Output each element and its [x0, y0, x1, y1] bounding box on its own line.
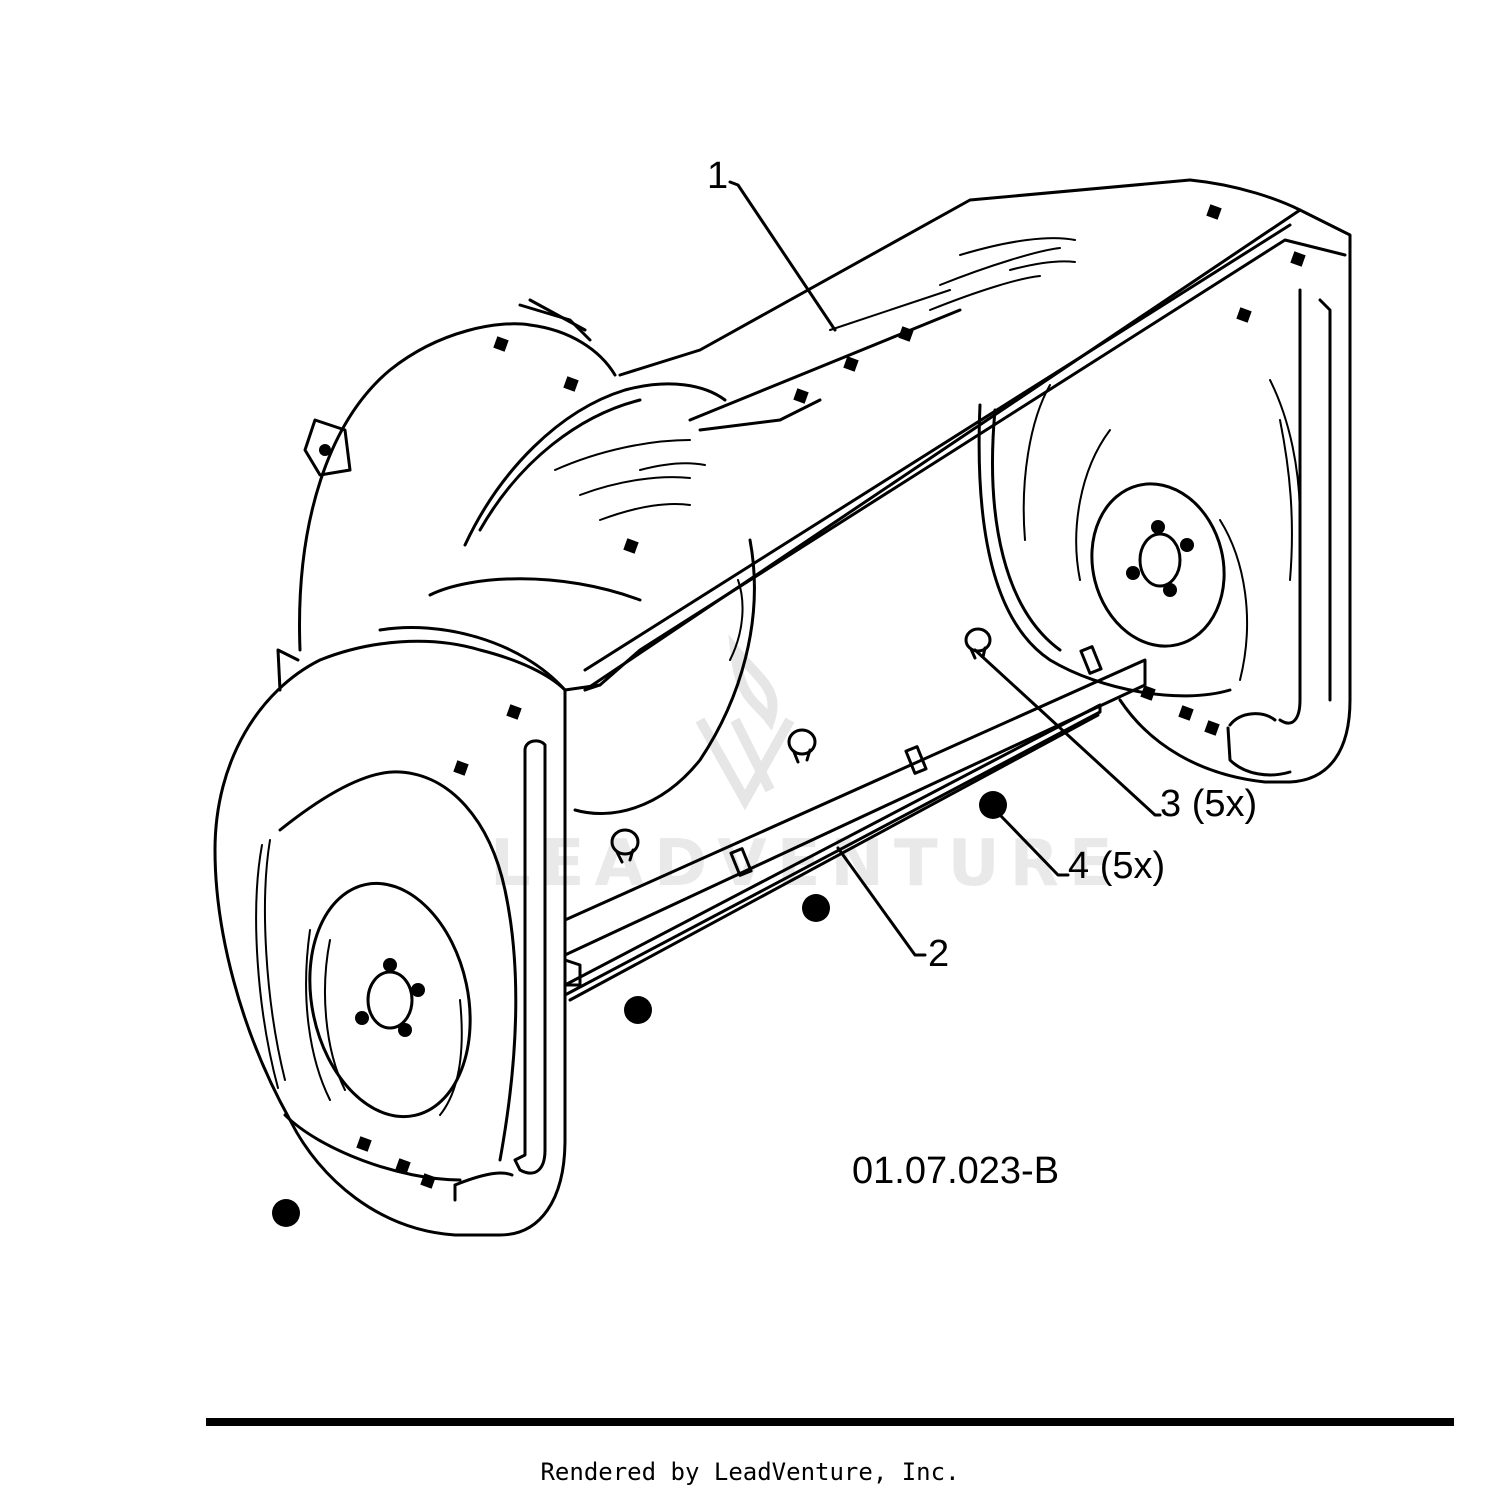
leader-lines [728, 180, 1162, 957]
callout-1: 1 [707, 155, 728, 197]
leadventure-watermark: LEADVENTURE [490, 634, 1123, 901]
nut [272, 1199, 300, 1227]
left-side-plate [213, 639, 567, 1237]
nut [802, 894, 830, 922]
rear-housing [276, 298, 617, 692]
carriage-bolt [787, 728, 817, 764]
auger-drum [428, 178, 1222, 815]
callout-3: 3 (5x) [1160, 783, 1257, 825]
bottom-brace [563, 627, 1147, 1002]
right-side-plate [977, 248, 1352, 784]
drawing-number: 01.07.023-B [852, 1150, 1059, 1192]
nut [624, 996, 652, 1024]
callout-4: 4 (5x) [1068, 845, 1165, 887]
footer-rule [206, 1418, 1454, 1426]
watermark-text: LEADVENTURE [490, 827, 1123, 901]
callout-2: 2 [928, 933, 949, 975]
housing-top-channel [378, 178, 1352, 692]
nut [979, 791, 1007, 819]
carriage-bolt [610, 828, 640, 864]
footer-credit: Rendered by LeadVenture, Inc. [540, 1458, 960, 1486]
nuts [272, 791, 1007, 1227]
